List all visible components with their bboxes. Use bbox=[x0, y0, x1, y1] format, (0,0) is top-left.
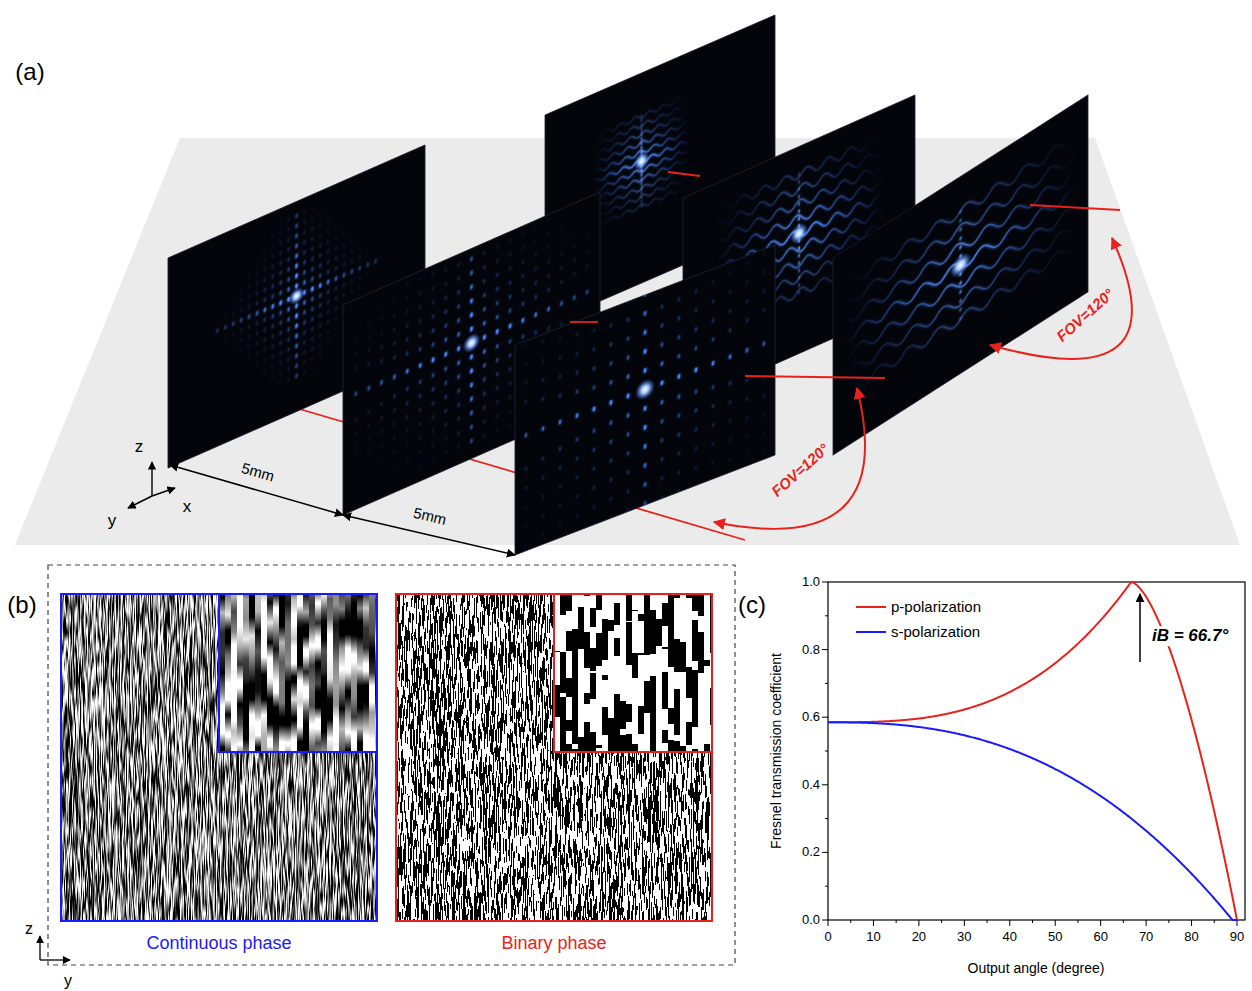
tick-label: 70 bbox=[1139, 930, 1153, 945]
map-border bbox=[219, 594, 377, 752]
axis-triad bbox=[128, 462, 175, 508]
s-curve bbox=[828, 722, 1237, 920]
tick-label: 40 bbox=[1003, 930, 1017, 945]
tick-label: 0 bbox=[824, 930, 831, 945]
tick-label: 60 bbox=[1093, 930, 1107, 945]
plot-curves bbox=[828, 582, 1237, 920]
tick-label: 1.0 bbox=[802, 575, 820, 590]
tick-label: 90 bbox=[1230, 930, 1244, 945]
tick-label: 50 bbox=[1048, 930, 1062, 945]
axis-line bbox=[570, 172, 1120, 378]
speckle-pattern bbox=[525, 245, 766, 555]
tick-label: 30 bbox=[957, 930, 971, 945]
panel-caption: Binary phase bbox=[501, 933, 606, 954]
axis-label: x bbox=[183, 497, 192, 517]
legend-label: s-polarization bbox=[891, 623, 980, 640]
speckle-pattern bbox=[593, 93, 690, 229]
axis-label: z bbox=[135, 437, 144, 457]
panel-label: (b) bbox=[7, 591, 36, 619]
phase-map bbox=[396, 594, 712, 921]
legend-label: p-polarization bbox=[891, 598, 981, 615]
tick-label: 0.0 bbox=[802, 913, 820, 928]
axis-title: Fresnel transmission coefficient bbox=[768, 653, 784, 849]
phase-map-zoom bbox=[554, 594, 712, 752]
plot-frame bbox=[828, 582, 1245, 920]
panel-caption: Continuous phase bbox=[146, 933, 291, 954]
tick-label: 0.2 bbox=[802, 845, 820, 860]
panel-label: (a) bbox=[15, 58, 44, 86]
axis-arrows bbox=[40, 936, 70, 960]
legend bbox=[856, 607, 886, 632]
panel-frame bbox=[48, 565, 735, 965]
fov-arc bbox=[714, 388, 865, 529]
map-border bbox=[61, 594, 377, 921]
speckle-pattern bbox=[843, 132, 1078, 399]
legend-sample bbox=[856, 631, 886, 633]
tick-label: 10 bbox=[866, 930, 880, 945]
map-border bbox=[554, 594, 712, 752]
axis-title: Output angle (degree) bbox=[968, 960, 1105, 976]
map-border bbox=[396, 594, 712, 921]
projection-screen bbox=[515, 239, 775, 560]
phase-map-zoom bbox=[219, 594, 377, 752]
axis-ticks bbox=[822, 582, 1237, 926]
panel-label: (c) bbox=[738, 591, 766, 619]
axis-label: z bbox=[25, 920, 33, 938]
fov-arc bbox=[990, 238, 1132, 359]
legend-sample bbox=[856, 606, 886, 608]
p-curve bbox=[828, 582, 1237, 920]
annotation-arrow bbox=[1139, 594, 1141, 662]
annotation-label: iB = 66.7° bbox=[1150, 626, 1230, 646]
tick-label: 20 bbox=[912, 930, 926, 945]
tick-label: 80 bbox=[1184, 930, 1198, 945]
tick-label: 0.8 bbox=[802, 642, 820, 657]
projection-screen bbox=[833, 95, 1088, 455]
screen-row bbox=[168, 145, 775, 561]
axis-label: y bbox=[64, 972, 72, 990]
tick-label: 0.4 bbox=[802, 777, 820, 792]
axis-label: y bbox=[108, 511, 117, 531]
tick-label: 0.6 bbox=[802, 710, 820, 725]
phase-map bbox=[61, 594, 377, 921]
